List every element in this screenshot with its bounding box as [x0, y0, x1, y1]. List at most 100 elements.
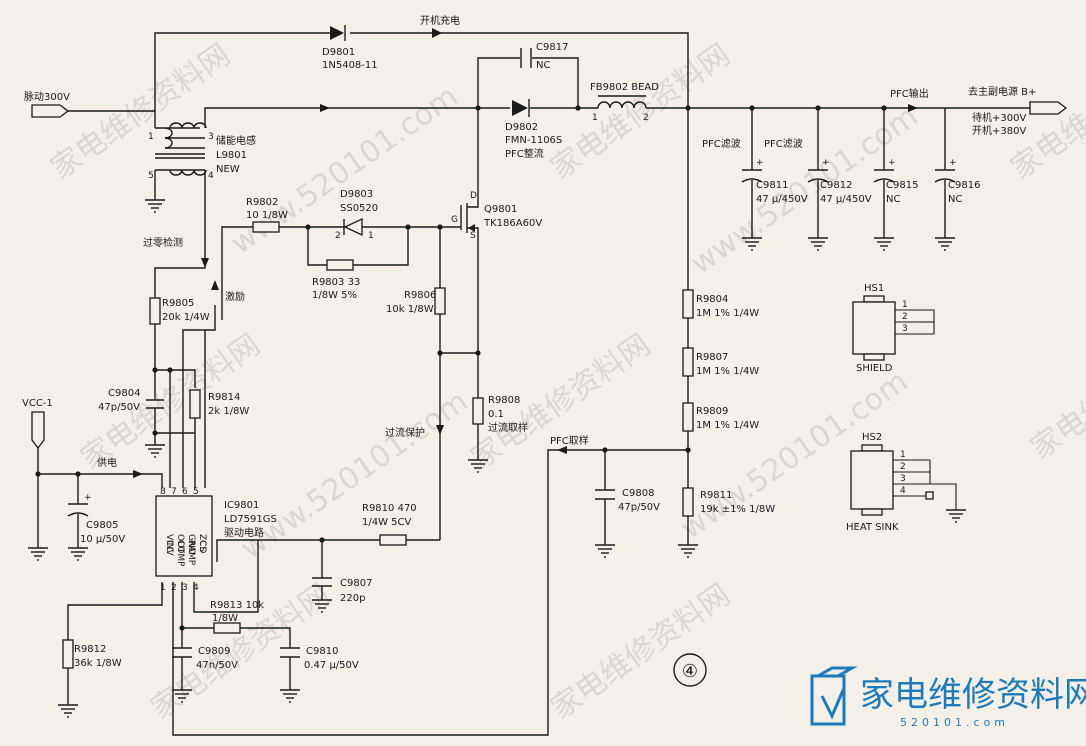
resistor-r9810: R9810 470 1/4W 5CV: [362, 503, 417, 546]
svg-text:20k 1/4W: 20k 1/4W: [162, 312, 210, 323]
heatsink-hs2: HS2 1 2 3 4 HEAT SINK: [846, 432, 957, 533]
svg-text:C9817: C9817: [536, 42, 568, 53]
svg-text:过流取样: 过流取样: [488, 421, 528, 434]
svg-text:RAMP: RAMP: [186, 540, 196, 566]
svg-text:R9812: R9812: [74, 644, 106, 655]
svg-text:4: 4: [208, 171, 214, 181]
svg-text:驱动电路: 驱动电路: [224, 526, 264, 539]
svg-text:R9814: R9814: [208, 392, 240, 403]
svg-text:10k 1/8W: 10k 1/8W: [386, 304, 434, 315]
capacitor-c9808: C9808 47p/50V: [595, 488, 660, 513]
capacitor-c9805: + C9805 10 μ/50V: [67, 493, 125, 545]
svg-text:SHIELD: SHIELD: [856, 363, 893, 374]
svg-text:G: G: [451, 215, 458, 225]
svg-text:6: 6: [182, 487, 188, 497]
heatsink-hs1: HS1 1 2 3 SHIELD: [852, 283, 935, 374]
svg-text:1: 1: [592, 113, 598, 123]
svg-text:R9811: R9811: [700, 490, 732, 501]
diode-d9802: D9802 FMN-1106S PFC整流: [505, 99, 562, 160]
svg-text:供电: 供电: [97, 456, 117, 469]
svg-text:1/4W 5CV: 1/4W 5CV: [362, 517, 412, 528]
ic-bottom-pins: INV COMP RAMP CS 1 2 3 4: [160, 540, 207, 593]
svg-text:D: D: [470, 191, 477, 201]
svg-text:R9808: R9808: [488, 395, 520, 406]
svg-text:36k 1/8W: 36k 1/8W: [74, 658, 122, 669]
flow-arrows: [133, 28, 918, 478]
svg-text:www.520101.com: www.520101.com: [235, 384, 475, 567]
svg-text:R9804: R9804: [696, 294, 728, 305]
svg-text:④: ④: [682, 661, 698, 682]
resistor-r9811: R9811 19k ±1% 1/8W: [682, 487, 775, 517]
input-connector: 脉动300V: [24, 90, 70, 118]
ground-symbol: [312, 599, 332, 613]
svg-text:1: 1: [368, 231, 374, 241]
svg-text:开机+380V: 开机+380V: [972, 124, 1026, 137]
svg-text:TK186A60V: TK186A60V: [483, 218, 542, 229]
svg-text:CS: CS: [197, 540, 207, 552]
svg-text:S: S: [470, 231, 476, 241]
svg-text:47n/50V: 47n/50V: [196, 660, 238, 671]
ground-symbol: [145, 199, 165, 213]
capacitor-c9807: C9807 220p: [312, 577, 372, 604]
svg-text:HEAT SINK: HEAT SINK: [846, 522, 899, 533]
svg-text:2: 2: [171, 583, 177, 593]
svg-text:10 1/8W: 10 1/8W: [246, 210, 288, 221]
resistor-r9809: R9809 1M 1% 1/4W: [682, 402, 759, 432]
svg-text:2: 2: [643, 113, 649, 123]
svg-text:NC: NC: [536, 60, 550, 71]
svg-text:1M 1% 1/4W: 1M 1% 1/4W: [696, 366, 759, 377]
svg-text:PFC整流: PFC整流: [505, 147, 544, 160]
svg-text:3: 3: [182, 583, 188, 593]
mosfet-q9801: D G S Q9801 TK186A60V: [440, 191, 542, 241]
resistor-r9802: R9802 10 1/8W: [246, 197, 288, 233]
svg-text:D9803: D9803: [340, 189, 373, 200]
svg-text:R9805: R9805: [162, 298, 194, 309]
svg-text:5: 5: [148, 171, 154, 181]
resistor-r9804: R9804 1M 1% 1/4W: [682, 289, 759, 319]
svg-text:脉动300V: 脉动300V: [24, 90, 70, 103]
svg-text:R9803 33: R9803 33: [312, 277, 360, 288]
svg-text:开机充电: 开机充电: [420, 14, 460, 27]
svg-text:过流保护: 过流保护: [385, 426, 425, 439]
svg-text:+: +: [822, 158, 830, 168]
svg-text:4: 4: [900, 486, 906, 496]
ground-symbol: [68, 547, 88, 561]
svg-text:去主副电源 B+: 去主副电源 B+: [968, 85, 1036, 98]
svg-text:激励: 激励: [225, 290, 245, 303]
resistor-r9812: R9812 36k 1/8W: [62, 639, 122, 669]
svg-text:GND: GND: [186, 534, 196, 555]
svg-text:待机+300V: 待机+300V: [972, 111, 1026, 124]
svg-text:C9807: C9807: [340, 578, 372, 589]
svg-text:OUT: OUT: [175, 534, 185, 554]
capacitor-c9817: C9817 NC: [520, 42, 568, 71]
resistor-r9808: R9808 0.1 过流取样: [472, 395, 528, 434]
resistor-r9805: R9805 20k 1/4W: [149, 297, 210, 325]
svg-text:0.1: 0.1: [488, 409, 504, 420]
ground-symbol: [595, 544, 615, 558]
svg-text:3: 3: [900, 474, 906, 484]
svg-text:1/8W 5%: 1/8W 5%: [312, 290, 357, 301]
ground-symbol: [742, 237, 762, 251]
ground-symbol: [808, 237, 828, 251]
svg-text:FB9802 BEAD: FB9802 BEAD: [590, 82, 659, 93]
svg-text:LD7591GS: LD7591GS: [224, 514, 277, 525]
net-labels: 开机充电 PFC输出 PFC取样 过流保护 过零检测 激励 供电: [97, 14, 929, 469]
capacitor-c9810: C9810 0.47 μ/50V: [280, 646, 359, 671]
svg-text:8: 8: [160, 487, 166, 497]
svg-text:1: 1: [902, 300, 908, 310]
page-number-mark: ④: [673, 653, 707, 687]
svg-text:2: 2: [335, 231, 341, 241]
ground-symbol: [58, 704, 78, 718]
svg-text:19k ±1% 1/8W: 19k ±1% 1/8W: [700, 504, 775, 515]
diode-d9801: D9801 1N5408-11: [322, 25, 378, 71]
ground-symbol: [172, 689, 192, 703]
svg-text:47 μ/450V: 47 μ/450V: [756, 194, 808, 205]
svg-text:10 μ/50V: 10 μ/50V: [80, 534, 125, 545]
junctions: [35, 105, 887, 631]
svg-text:220p: 220p: [340, 593, 365, 604]
svg-text:47p/50V: 47p/50V: [618, 502, 660, 513]
svg-text:1N5408-11: 1N5408-11: [322, 60, 378, 71]
svg-text:1: 1: [900, 450, 906, 460]
svg-text:储能电感: 储能电感: [216, 134, 256, 147]
ground-symbol: [145, 444, 165, 458]
